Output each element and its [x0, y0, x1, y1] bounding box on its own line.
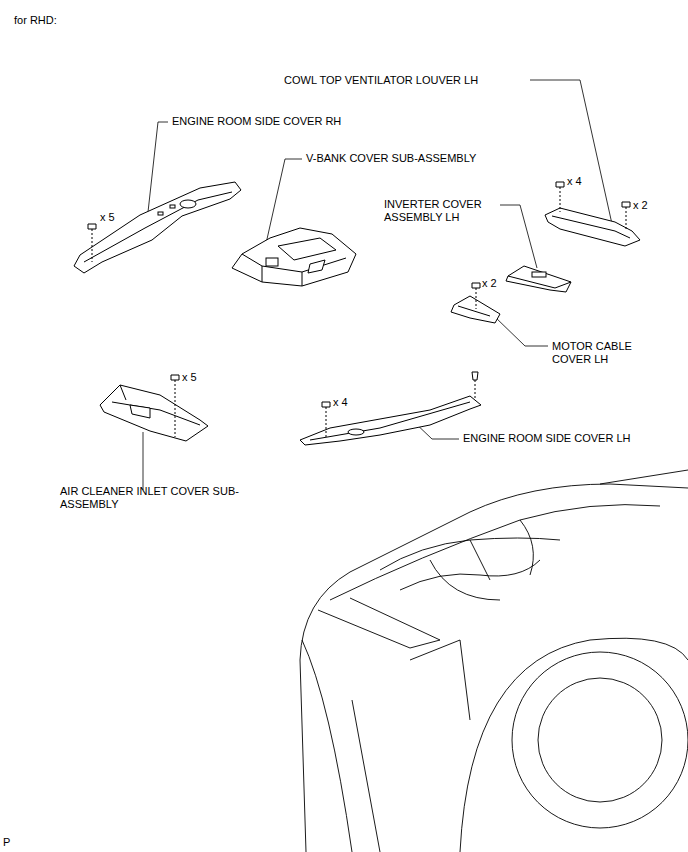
part-name: MOTOR CABLE COVER LH: [552, 340, 652, 366]
leader-lines: [143, 80, 612, 490]
bolts: [88, 182, 630, 438]
part-name: AIR CLEANER INLET COVER SUB-ASSEMBLY: [60, 485, 240, 511]
v-bank-cover: [232, 228, 356, 286]
part-name: V-BANK COVER SUB-ASSEMBLY: [306, 152, 476, 165]
quantity-callout: x 5: [100, 211, 115, 224]
part-name: COWL TOP VENTILATOR LOUVER LH: [284, 74, 478, 87]
quantity-callout: x 5: [182, 371, 197, 384]
part-name: ENGINE ROOM SIDE COVER LH: [463, 432, 630, 445]
quantity-callout: x 2: [482, 277, 497, 290]
part-name: ENGINE ROOM SIDE COVER RH: [172, 115, 341, 128]
part-name: INVERTER COVER ASSEMBLY LH: [384, 198, 504, 224]
engine-room-side-cover-rh: [74, 182, 241, 273]
engine-room-side-cover-lh: [300, 396, 481, 445]
air-cleaner-inlet-cover: [100, 385, 208, 441]
inverter-cover-assembly-lh: [506, 266, 571, 292]
vehicle-outline: [300, 470, 688, 852]
cowl-top-ventilator-louver-lh: [545, 208, 640, 246]
quantity-callout: x 2: [633, 199, 648, 212]
heading-note: for RHD:: [14, 14, 57, 27]
quantity-callout: x 4: [567, 175, 582, 188]
quantity-callout: x 4: [333, 396, 348, 409]
figure-code: P: [3, 836, 10, 849]
